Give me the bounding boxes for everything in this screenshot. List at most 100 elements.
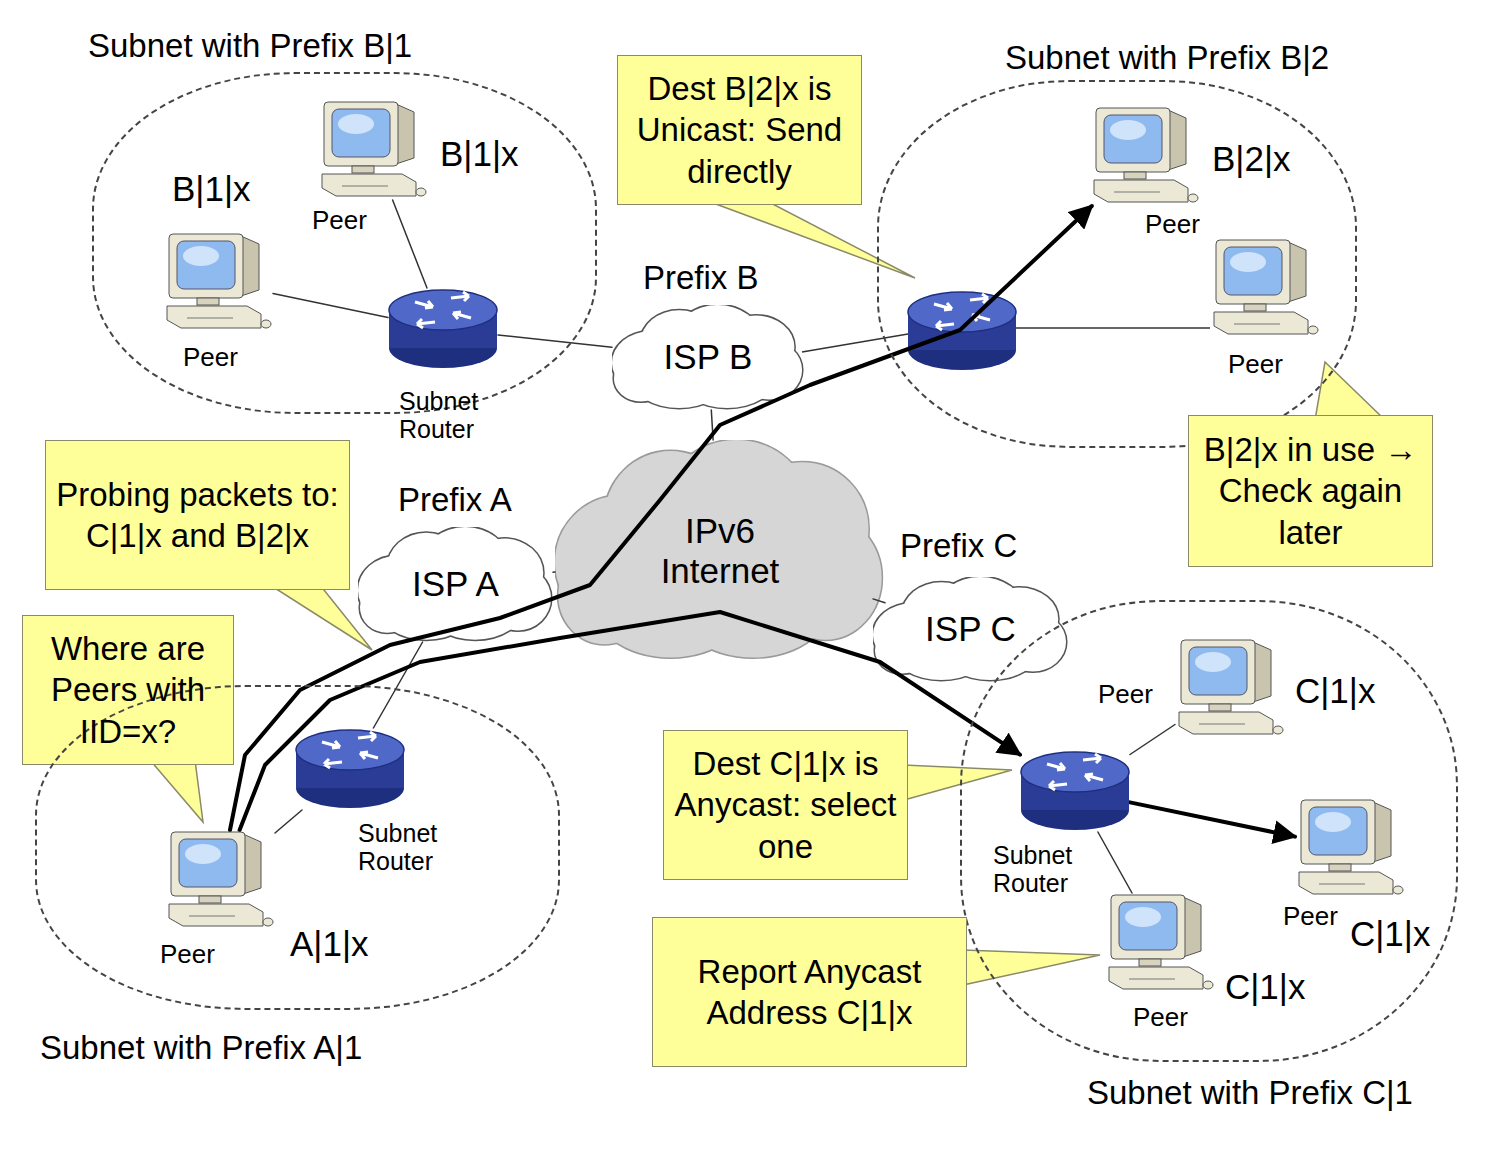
probe-arrow bbox=[230, 206, 1092, 830]
monitor-screen bbox=[177, 241, 235, 289]
computer-icon bbox=[1175, 638, 1285, 738]
callout-tail bbox=[150, 760, 203, 822]
probe-arrow bbox=[1130, 802, 1295, 836]
router-top bbox=[1021, 752, 1129, 792]
node-text: ISP B bbox=[664, 337, 753, 377]
monitor-neck bbox=[197, 298, 219, 305]
monitor-front bbox=[1181, 640, 1255, 704]
monitor-front bbox=[169, 234, 243, 298]
monitor-neck bbox=[1329, 864, 1351, 871]
computer-base bbox=[1214, 312, 1308, 334]
computer-icon bbox=[318, 100, 428, 200]
node-label: C|1|x bbox=[1225, 968, 1305, 1007]
node-text: ISP A bbox=[412, 564, 499, 604]
drive-slot bbox=[1199, 724, 1245, 725]
drive-slot bbox=[342, 186, 388, 187]
monitor-neck bbox=[1209, 704, 1231, 711]
computer-icon bbox=[1295, 798, 1405, 898]
callout-text: Where are Peers with IID=x? bbox=[31, 628, 225, 752]
node-label: Peer bbox=[160, 940, 215, 969]
computer-base bbox=[322, 174, 416, 196]
cloud-outline bbox=[650, 326, 765, 389]
cloud-fill bbox=[397, 550, 514, 619]
drive-slot bbox=[189, 916, 235, 917]
router-top bbox=[389, 290, 497, 330]
link-line bbox=[393, 200, 427, 288]
computer-icon bbox=[165, 830, 275, 930]
monitor-screen bbox=[1189, 647, 1247, 695]
subnet-node: Subnet with Prefix B|1B|1|xPeerB|1|xPeer… bbox=[92, 72, 597, 414]
monitor-side bbox=[241, 236, 259, 296]
subnet-node: Subnet with Prefix B|2B|2|xPeerPeer bbox=[877, 80, 1357, 448]
callout-tail bbox=[904, 765, 1012, 800]
node-label: Peer bbox=[1145, 210, 1200, 239]
monitor-neck bbox=[199, 896, 221, 903]
peer-node: PeerC|1|x bbox=[1295, 798, 1405, 898]
monitor-screen bbox=[332, 109, 390, 157]
node-label: Peer bbox=[1098, 680, 1153, 709]
computer-base bbox=[1094, 180, 1188, 202]
node-label: Subnet Router bbox=[399, 388, 499, 443]
screen-glare bbox=[1230, 252, 1266, 272]
mouse bbox=[416, 188, 426, 196]
callout-node: Report Anycast Address C|1|x bbox=[652, 917, 967, 1067]
callout-text: Dest B|2|x is Unicast: Send directly bbox=[626, 68, 853, 192]
computer-base bbox=[1299, 872, 1393, 894]
link-line bbox=[273, 294, 388, 318]
monitor-side bbox=[1288, 242, 1306, 302]
monitor-side bbox=[243, 834, 261, 894]
node-label: Subnet with Prefix B|1 bbox=[88, 28, 412, 64]
callout-text: Report Anycast Address C|1|x bbox=[661, 951, 958, 1034]
computer-base bbox=[169, 904, 263, 926]
computer-base bbox=[1179, 712, 1273, 734]
callout-node: Where are Peers with IID=x? bbox=[22, 615, 234, 765]
cloud-outline bbox=[397, 550, 514, 619]
computer-icon bbox=[1105, 893, 1215, 993]
computer-base bbox=[167, 306, 261, 328]
peer-node: PeerC|1|x bbox=[1175, 638, 1285, 738]
callout-node: Dest B|2|x is Unicast: Send directly bbox=[617, 55, 862, 205]
cloud-node: Prefix AISP A bbox=[358, 527, 553, 642]
callout-tail bbox=[963, 950, 1100, 985]
monitor-front bbox=[1111, 895, 1185, 959]
drive-slot bbox=[1319, 884, 1365, 885]
router-arrows bbox=[415, 292, 471, 328]
callout-tails bbox=[150, 200, 1385, 985]
peer-node: Peer bbox=[1210, 238, 1320, 338]
monitor-screen bbox=[1309, 807, 1367, 855]
monitor-front bbox=[1301, 800, 1375, 864]
monitor-neck bbox=[352, 166, 374, 173]
node-label: Prefix B bbox=[643, 260, 759, 296]
monitor-front bbox=[324, 102, 398, 166]
node-label: Prefix C bbox=[900, 528, 1017, 564]
computer-base bbox=[1109, 967, 1203, 989]
cloud-outline bbox=[912, 598, 1029, 661]
wire bbox=[802, 334, 908, 352]
callout-tail bbox=[270, 585, 372, 650]
monitor-front bbox=[1096, 108, 1170, 172]
computer-icon bbox=[1090, 106, 1200, 206]
mouse bbox=[1273, 726, 1283, 734]
monitor-screen bbox=[1104, 115, 1162, 163]
node-label: Peer bbox=[312, 206, 367, 235]
computer-icon bbox=[1210, 238, 1320, 338]
peer-node: B|2|xPeer bbox=[1090, 106, 1200, 206]
node-label: Subnet with Prefix A|1 bbox=[40, 1030, 362, 1066]
peer-node: C|1|xPeer bbox=[1105, 893, 1215, 993]
monitor-front bbox=[171, 832, 245, 896]
peer-node: B|1|xPeer bbox=[163, 232, 273, 332]
node-label: Peer bbox=[1283, 902, 1338, 931]
screen-glare bbox=[1195, 652, 1231, 672]
computer-icon bbox=[163, 232, 273, 332]
router-symbol bbox=[295, 728, 405, 810]
router-arrows bbox=[1047, 754, 1103, 790]
monitor-neck bbox=[1139, 959, 1161, 966]
cloud-fill bbox=[621, 484, 819, 617]
monitor-screen bbox=[179, 839, 237, 887]
router-arrows bbox=[322, 732, 378, 768]
router-node: Subnet Router bbox=[388, 288, 498, 370]
cloud-node: Prefix CISP C bbox=[873, 577, 1068, 682]
callout-tail bbox=[1315, 362, 1385, 420]
monitor-neck bbox=[1124, 172, 1146, 179]
screen-glare bbox=[183, 246, 219, 266]
